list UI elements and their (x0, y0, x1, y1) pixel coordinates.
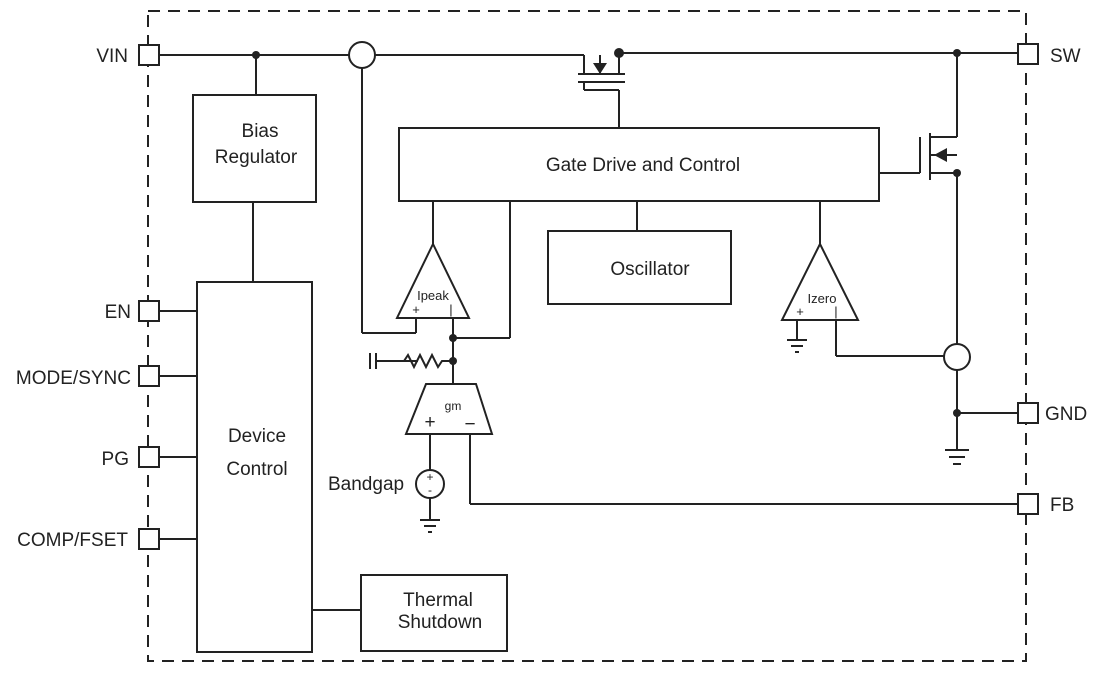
ground-icon-izero (787, 339, 807, 353)
pin-comp-fset-label: COMP/FSET (17, 530, 128, 551)
izero-label: Izero (808, 291, 837, 306)
gate-drive-label: Gate Drive and Control (546, 155, 740, 176)
oscillator-block: Oscillator (547, 230, 732, 305)
ipeak-comparator: Ipeak + | (395, 241, 471, 319)
izero-comparator: Izero + | (780, 241, 860, 321)
izero-minus-label: | (834, 304, 837, 319)
pin-en: EN (105, 300, 160, 323)
bandgap-source: + - Bandgap (328, 469, 445, 499)
wires (159, 52, 1018, 611)
pin-sw: SW (1017, 43, 1081, 67)
pin-fb-label: FB (1050, 495, 1074, 516)
pin-fb: FB (1017, 493, 1074, 516)
bias-regulator-label-1: Bias (242, 121, 279, 142)
rc-compensation-icon (369, 352, 445, 370)
bias-regulator-label-2: Regulator (215, 147, 298, 168)
pin-mode-sync: MODE/SYNC (16, 365, 160, 389)
pin-en-label: EN (105, 302, 131, 323)
gm-plus-label: + (424, 412, 435, 433)
lowside-current-sense-icon (943, 343, 971, 371)
ipeak-plus-label: + (412, 302, 420, 317)
pin-mode-sync-label: MODE/SYNC (16, 368, 131, 389)
vin-current-sense-icon (348, 41, 376, 69)
thermal-shutdown-block: Thermal Shutdown (360, 574, 508, 652)
gm-label: gm (445, 399, 462, 413)
low-side-mosfet-icon (919, 133, 957, 180)
bandgap-label: Bandgap (328, 474, 404, 495)
ipeak-label: Ipeak (417, 288, 449, 303)
junction-dots (252, 48, 961, 417)
pin-gnd: GND (1017, 402, 1087, 425)
ipeak-minus-label: | (449, 302, 452, 317)
pin-comp-fset: COMP/FSET (17, 528, 160, 551)
ic-boundary (147, 10, 1027, 662)
thermal-label-1: Thermal (403, 590, 473, 611)
oscillator-label: Oscillator (610, 259, 690, 280)
izero-plus-label: + (796, 304, 804, 319)
gate-drive-block: Gate Drive and Control (398, 127, 880, 202)
device-control-label-1: Device (228, 426, 286, 447)
pin-pg: PG (102, 446, 160, 470)
ground-icon-gnd (945, 449, 969, 465)
gm-amplifier: gm + − (404, 383, 494, 435)
bandgap-plus: + (426, 470, 433, 484)
pin-vin-label: VIN (96, 46, 128, 67)
thermal-label-2: Shutdown (398, 612, 483, 633)
high-side-mosfet-icon (578, 53, 625, 91)
device-control-label-2: Control (226, 459, 287, 480)
bandgap-minus: - (428, 483, 432, 497)
pin-gnd-label: GND (1045, 404, 1087, 425)
device-control-block: Device Control (196, 281, 313, 653)
pin-sw-label: SW (1050, 46, 1081, 67)
bias-regulator-block: Bias Regulator (192, 94, 317, 203)
ground-icon-bandgap (420, 519, 440, 533)
gm-minus-label: − (464, 414, 475, 435)
pin-pg-label: PG (102, 449, 129, 470)
pin-vin: VIN (96, 44, 160, 67)
